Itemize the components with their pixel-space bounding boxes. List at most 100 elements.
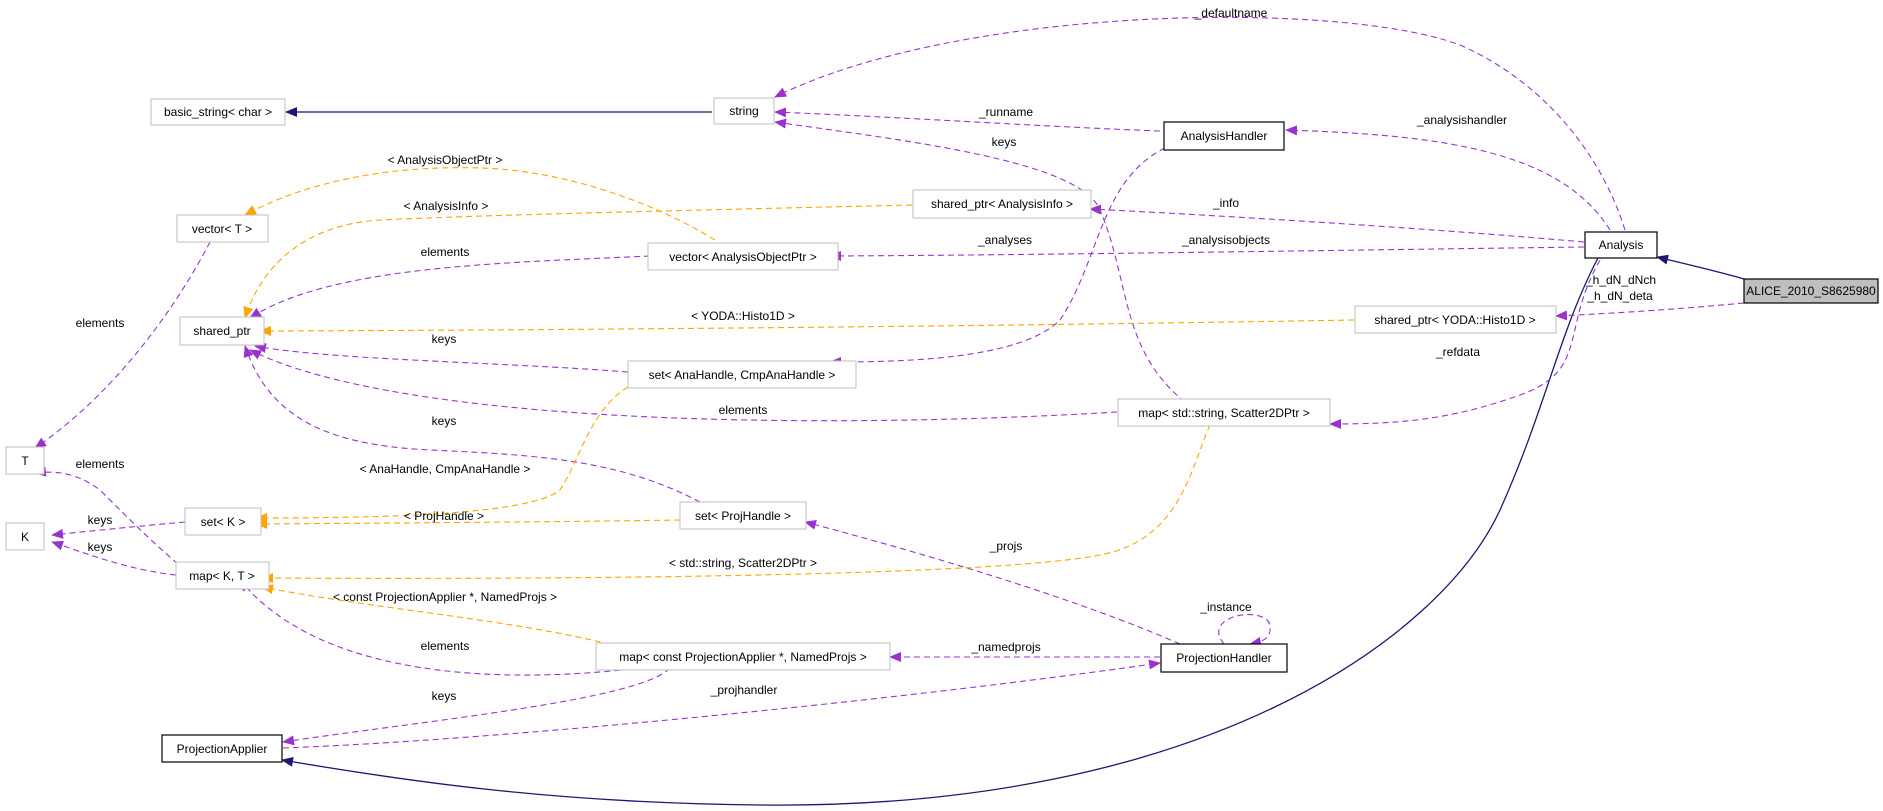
node-analysis[interactable]: Analysis <box>1584 231 1658 259</box>
edge-instance <box>1218 614 1271 647</box>
node-alice[interactable]: ALICE_2010_S8625980 <box>1743 278 1879 304</box>
edge-elements-map-projapplier <box>239 579 641 676</box>
edge-elements-map-kt <box>34 466 179 565</box>
edge-keys-set-anahandle <box>254 343 629 373</box>
label-h-dn-deta: _h_dN_deta <box>1586 289 1653 303</box>
node-basic-string[interactable]: basic_string< char > <box>150 98 286 126</box>
label-elements-vector-aop: elements <box>421 245 470 259</box>
edge-tmpl-analysisinfo <box>243 204 913 319</box>
node-vector-t[interactable]: vector< T > <box>176 214 269 243</box>
edge-defaultname <box>774 16 1626 231</box>
label-analysisinfo: < AnalysisInfo > <box>404 199 489 213</box>
edge-tmpl-anahandle <box>255 386 629 523</box>
label-yoda-histo1d: < YODA::Histo1D > <box>691 309 795 323</box>
svg-text:shared_ptr: shared_ptr <box>193 324 250 338</box>
svg-text:K: K <box>21 530 29 544</box>
node-map-scatter[interactable]: map< std::string, Scatter2DPtr > <box>1117 398 1331 427</box>
label-analysishandler: _analysishandler <box>1416 113 1507 127</box>
node-projection-applier[interactable]: ProjectionApplier <box>161 734 283 763</box>
edge-analysishandler-set <box>829 147 1166 367</box>
edge-keys-set-k <box>51 521 186 539</box>
label-string-scatter: < std::string, Scatter2DPtr > <box>669 556 817 570</box>
label-keys-set-projhandle: keys <box>432 414 457 428</box>
label-instance: _instance <box>1199 600 1252 614</box>
edge-elements-vector-t <box>34 241 211 449</box>
label-elements-map-scatter: elements <box>719 403 768 417</box>
edge-keys-map-kt <box>51 540 177 576</box>
label-runname: _runname <box>978 105 1033 119</box>
node-map-kt[interactable]: map< K, T > <box>175 561 270 590</box>
label-namedprojs: _namedprojs <box>970 640 1040 654</box>
label-keys-k1: keys <box>88 513 113 527</box>
label-elements-vector-t: elements <box>76 316 125 330</box>
label-h-dn-dnch: _h_dN_dNch <box>1585 273 1656 287</box>
label-anahandle-cmp: < AnaHandle, CmpAnaHandle > <box>360 462 531 476</box>
node-shared-ptr-histo[interactable]: shared_ptr< YODA::Histo1D > <box>1354 305 1557 334</box>
edge-h-dn <box>1555 302 1745 321</box>
node-map-projapplier[interactable]: map< const ProjectionApplier *, NamedPro… <box>595 642 891 671</box>
label-projhandle: < ProjHandle > <box>404 509 484 523</box>
label-analysisobjectptr: < AnalysisObjectPtr > <box>388 153 503 167</box>
svg-text:Analysis: Analysis <box>1599 238 1644 252</box>
label-info: _info <box>1212 196 1239 210</box>
edge-keys-string <box>774 118 1186 403</box>
label-keys-k2: keys <box>88 540 113 554</box>
label-refdata: _refdata <box>1435 345 1480 359</box>
edge-projhandler <box>282 659 1161 749</box>
edge-info <box>1089 204 1585 243</box>
svg-text:ProjectionHandler: ProjectionHandler <box>1176 651 1271 665</box>
label-projhandler: _projhandler <box>710 683 778 697</box>
edge-analysishandler <box>1285 125 1611 231</box>
svg-text:T: T <box>21 454 29 468</box>
node-set-projhandle[interactable]: set< ProjHandle > <box>679 501 807 530</box>
svg-text:string: string <box>729 104 758 118</box>
node-set-k[interactable]: set< K > <box>184 507 262 536</box>
node-k[interactable]: K <box>5 522 45 551</box>
svg-text:set< AnaHandle, CmpAnaHandle >: set< AnaHandle, CmpAnaHandle > <box>649 368 836 382</box>
node-t[interactable]: T <box>5 446 45 475</box>
node-vector-aop[interactable]: vector< AnalysisObjectPtr > <box>647 242 839 271</box>
svg-text:vector< T >: vector< T > <box>192 222 252 236</box>
svg-text:AnalysisHandler: AnalysisHandler <box>1181 129 1268 143</box>
edge-runname <box>774 107 1161 132</box>
svg-text:ALICE_2010_S8625980: ALICE_2010_S8625980 <box>1746 284 1876 298</box>
node-set-anahandle[interactable]: set< AnaHandle, CmpAnaHandle > <box>627 360 857 389</box>
svg-text:set< ProjHandle >: set< ProjHandle > <box>695 509 791 523</box>
label-keys-string: keys <box>992 135 1017 149</box>
node-shared-ptr[interactable]: shared_ptr <box>179 316 265 346</box>
edge-analyses <box>829 246 1585 261</box>
node-analysis-handler[interactable]: AnalysisHandler <box>1163 121 1285 151</box>
label-projs: _projs <box>989 539 1023 553</box>
edge-refdata <box>1329 259 1601 429</box>
edge-tmpl-analysisobjectptr <box>244 167 716 241</box>
node-projection-handler[interactable]: ProjectionHandler <box>1160 643 1288 673</box>
svg-text:map< const ProjectionApplier *: map< const ProjectionApplier *, NamedPro… <box>619 650 866 664</box>
label-keys-set-anahandle: keys <box>432 332 457 346</box>
svg-text:shared_ptr< YODA::Histo1D >: shared_ptr< YODA::Histo1D > <box>1374 313 1535 327</box>
inherit-edge-alice-analysis <box>1656 254 1745 280</box>
svg-text:map< std::string, Scatter2DPtr: map< std::string, Scatter2DPtr > <box>1138 406 1309 420</box>
edge-keys-projapplier <box>282 667 671 746</box>
svg-text:map< K, T >: map< K, T > <box>189 569 255 583</box>
label-const-projapplier: < const ProjectionApplier *, NamedProjs … <box>333 590 557 604</box>
label-keys-projapplier: keys <box>432 689 457 703</box>
edge-elements-vector-aop <box>249 255 651 319</box>
edge-tmpl-projhandle <box>255 518 681 529</box>
edge-elements-map-scatter <box>249 349 1118 422</box>
label-elements-t: elements <box>76 457 125 471</box>
edge-projs <box>804 519 1181 645</box>
label-defaultname: _defaultname <box>1194 6 1268 20</box>
edge-tmpl-yoda-histo1d <box>259 319 1355 336</box>
inherit-edge-analysis-projection-applier <box>281 257 1599 806</box>
svg-text:set< K >: set< K > <box>201 515 246 529</box>
node-shared-ptr-info[interactable]: shared_ptr< AnalysisInfo > <box>912 189 1092 219</box>
label-analysisobjects: _analysisobjects <box>1181 233 1270 247</box>
node-string[interactable]: string <box>713 97 775 125</box>
edge-tmpl-const-projapplier <box>261 584 621 648</box>
svg-text:shared_ptr< AnalysisInfo >: shared_ptr< AnalysisInfo > <box>931 197 1073 211</box>
label-analyses: _analyses <box>977 233 1032 247</box>
label-elements-map-projapplier: elements <box>421 639 470 653</box>
svg-text:ProjectionApplier: ProjectionApplier <box>177 742 268 756</box>
svg-text:basic_string< char >: basic_string< char > <box>164 105 272 119</box>
